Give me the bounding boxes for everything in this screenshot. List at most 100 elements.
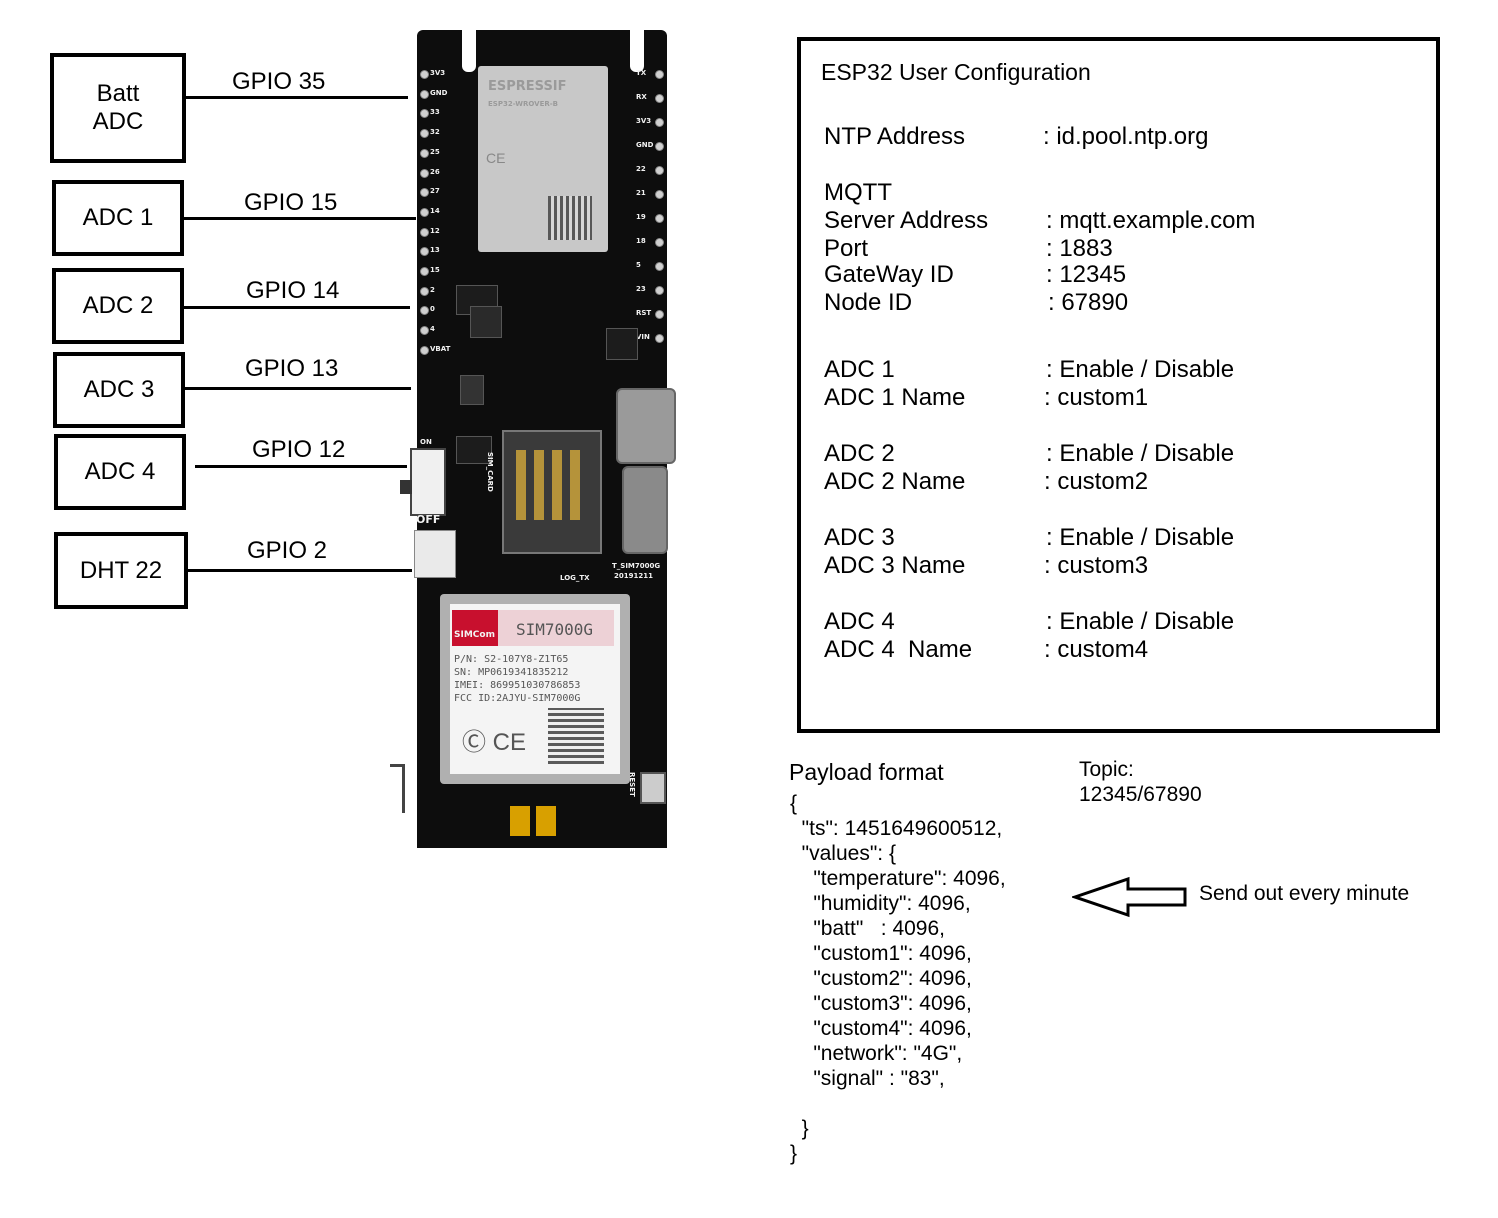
gpio-12-label: GPIO 12 bbox=[252, 436, 346, 463]
ldo-chip bbox=[460, 375, 484, 405]
adc1-label: ADC 1 bbox=[824, 356, 895, 383]
topic-value: 12345/67890 bbox=[1079, 783, 1202, 806]
user-config-box bbox=[797, 37, 1440, 733]
dht-connector bbox=[414, 530, 456, 578]
server-label: Server Address bbox=[824, 207, 989, 234]
simcom-logo-text: SIMCom bbox=[454, 630, 495, 640]
pin-label: 14 bbox=[430, 206, 440, 215]
pin-label: 12 bbox=[430, 226, 440, 235]
pin-label: 13 bbox=[430, 246, 440, 255]
inductor bbox=[470, 306, 502, 338]
pin-label: 33 bbox=[430, 108, 440, 117]
ntp-label: NTP Address bbox=[824, 123, 965, 150]
sim-contacts bbox=[516, 450, 580, 520]
adc4-block-label: ADC 4 bbox=[84, 458, 156, 485]
pin-label: 19 bbox=[636, 213, 646, 221]
sim-pn-text: P/N: S2-107Y8-Z1T65 bbox=[454, 654, 569, 665]
node-label: Node ID bbox=[824, 289, 913, 316]
dht22-block: DHT 22 bbox=[54, 532, 188, 609]
module-model: ESP32-WROVER-B bbox=[488, 100, 558, 108]
switch-off-label: OFF bbox=[416, 513, 441, 526]
server-value: : mqtt.example.com bbox=[1046, 207, 1256, 234]
header-pin bbox=[420, 109, 429, 119]
switch-on-label: ON bbox=[420, 438, 432, 446]
gpio-13-label: GPIO 13 bbox=[245, 355, 339, 382]
header-pin bbox=[420, 207, 429, 217]
pin-label: 2 bbox=[430, 285, 435, 294]
header-pin bbox=[655, 334, 664, 343]
adc1-name-value: : custom1 bbox=[1044, 384, 1149, 411]
adc1-block: ADC 1 bbox=[52, 180, 184, 256]
payload-line: "network": "4G", bbox=[790, 1042, 963, 1065]
pin-label: 3V3 bbox=[636, 117, 652, 125]
gateway-value: : 12345 bbox=[1046, 261, 1127, 288]
module-brand: ESPRESSIF bbox=[488, 79, 567, 94]
header-pin bbox=[420, 129, 429, 139]
log-tx-silk: LOG_TX bbox=[560, 574, 590, 582]
board-date-silk: 20191211 bbox=[614, 572, 653, 580]
charger-chip bbox=[456, 436, 492, 464]
header-pin bbox=[420, 286, 429, 296]
adc2-value: : Enable / Disable bbox=[1046, 440, 1235, 467]
adc3-name-value: : custom3 bbox=[1044, 552, 1149, 579]
sim-fccid-text: FCC ID:2AJYU-SIM7000G bbox=[454, 693, 581, 704]
power-switch bbox=[410, 448, 446, 516]
adc2-wire bbox=[184, 306, 410, 309]
adc1-wire bbox=[184, 217, 416, 220]
payload-line: "custom4": 4096, bbox=[790, 1017, 972, 1040]
header-pin bbox=[420, 247, 429, 257]
config-title: ESP32 User Configuration bbox=[821, 59, 1091, 85]
pin-label: 25 bbox=[430, 147, 440, 156]
header-pin bbox=[420, 70, 429, 79]
header-pin bbox=[655, 262, 664, 271]
header-pin bbox=[420, 89, 429, 99]
batt-adc-label: Batt ADC bbox=[92, 80, 144, 135]
gpio-2-label: GPIO 2 bbox=[247, 537, 328, 564]
adc2-block-label: ADC 2 bbox=[82, 292, 154, 319]
pin-label: 15 bbox=[430, 266, 440, 274]
batt-wire bbox=[186, 96, 408, 99]
dht22-block-label: DHT 22 bbox=[79, 556, 163, 584]
header-pin bbox=[655, 94, 664, 103]
gpio-14-label: GPIO 14 bbox=[246, 277, 340, 304]
header-pin bbox=[655, 286, 664, 295]
adc3-block-label: ADC 3 bbox=[83, 376, 155, 403]
payload-line: { bbox=[790, 792, 798, 815]
payload-json: { "ts": 1451649600512, "values": { "temp… bbox=[790, 791, 1006, 1166]
pin-label: GND bbox=[636, 141, 654, 149]
pin-label: 27 bbox=[430, 187, 440, 196]
pin-label: 23 bbox=[636, 285, 646, 293]
adc2-name-value: : custom2 bbox=[1044, 468, 1149, 495]
antenna-notch-right bbox=[630, 28, 644, 72]
adc3-value: : Enable / Disable bbox=[1046, 524, 1235, 551]
board-name-silk: T_SIM7000G bbox=[612, 562, 661, 570]
payload-line: } bbox=[790, 1142, 798, 1165]
header-pin bbox=[420, 168, 429, 178]
header-pin bbox=[655, 190, 664, 199]
header-pin bbox=[420, 345, 429, 355]
payload-line: "custom1": 4096, bbox=[790, 942, 972, 965]
simcom-logo bbox=[452, 610, 498, 646]
payload-line: "custom3": 4096, bbox=[790, 992, 972, 1015]
adc4-name-value: : custom4 bbox=[1044, 636, 1149, 663]
header-pin bbox=[420, 148, 429, 158]
adc2-label: ADC 2 bbox=[824, 440, 895, 467]
header-pin bbox=[655, 70, 664, 79]
pin-label: 32 bbox=[430, 128, 440, 137]
micro-usb-port bbox=[622, 466, 668, 554]
power-switch-lever bbox=[400, 480, 412, 494]
send-note: Send out every minute bbox=[1199, 882, 1410, 905]
payload-line: "ts": 1451649600512, bbox=[790, 817, 1003, 840]
pin-label: RST bbox=[636, 309, 652, 317]
pin-label: 21 bbox=[636, 189, 646, 197]
module-ce-mark: CE bbox=[486, 150, 506, 166]
bracket-mark bbox=[390, 764, 405, 813]
adc2-name-label: ADC 2 Name bbox=[824, 468, 966, 495]
reset-silk: RESET bbox=[628, 772, 636, 797]
mqtt-label: MQTT bbox=[824, 179, 892, 206]
module-qr-code bbox=[548, 196, 592, 240]
adc4-wire bbox=[195, 465, 407, 468]
header-pin bbox=[655, 142, 664, 151]
header-pin bbox=[420, 306, 429, 316]
sim-imei-text: IMEI: 869951030786853 bbox=[454, 680, 581, 691]
